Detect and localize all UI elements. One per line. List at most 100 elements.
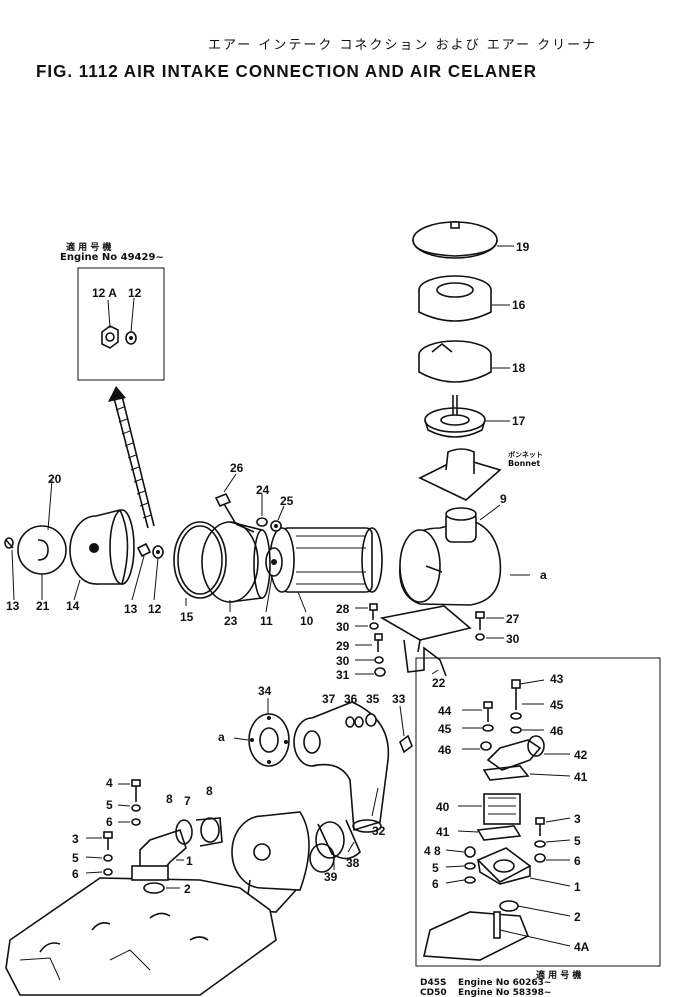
callout-8-b: 8	[206, 784, 213, 798]
callout-19: 19	[516, 240, 530, 254]
title-japanese: エアー インテーク コネクション および エアー クリーナ	[208, 38, 598, 53]
washer-30a-drawing	[369, 622, 379, 630]
nut-12a-drawing	[101, 325, 119, 349]
callout-13-left: 13	[6, 599, 20, 613]
callout-18: 18	[512, 361, 526, 375]
callout-6-right: 6	[574, 854, 581, 868]
callout-12a-inset: 12 A	[92, 286, 117, 300]
bolt-27-drawing	[475, 611, 485, 630]
bolt-13-left-drawing	[4, 537, 14, 549]
hose-8-7-drawing	[175, 817, 223, 847]
callout-1-left: 1	[186, 854, 193, 868]
callout-4: 4	[106, 776, 113, 790]
callout-15: 15	[180, 610, 194, 624]
callout-2-right: 2	[574, 910, 581, 924]
dust-cup-16-drawing	[418, 275, 492, 322]
callout-4a: 4A	[574, 940, 590, 954]
callout-40: 40	[436, 800, 450, 814]
bonnet-plate-drawing	[418, 448, 502, 501]
callout-45-right: 45	[550, 698, 564, 712]
inset-bottom-note-jp: 適 用 号 機	[536, 971, 582, 981]
callout-24: 24	[256, 483, 270, 497]
washer-24-drawing	[256, 517, 268, 527]
ring-18-drawing	[418, 340, 492, 383]
callout-30-b: 30	[336, 654, 350, 668]
callout-1-right: 1	[574, 880, 581, 894]
inset-top-serial: Engine No 49429~	[60, 252, 164, 263]
turbocharger-drawing	[231, 811, 310, 913]
callout-32: 32	[372, 824, 386, 838]
bonnet-label-jp: ボンネット	[508, 451, 543, 459]
washer-30b-drawing	[374, 656, 384, 664]
callout-28: 28	[336, 602, 350, 616]
gasket-34-drawing	[248, 713, 290, 767]
callout-42: 42	[574, 748, 588, 762]
callout-41-lower: 41	[436, 825, 450, 839]
band-23-drawing	[201, 521, 271, 603]
callout-a-upper: a	[540, 568, 547, 582]
callout-37: 37	[322, 692, 336, 706]
callout-a-lower: a	[218, 730, 225, 744]
callout-46-right: 46	[550, 724, 564, 738]
inset-bottom-parts-drawing	[423, 679, 546, 961]
bolts-left-drawing	[103, 779, 141, 876]
callout-21: 21	[36, 599, 50, 613]
callout-5-left: 5	[72, 851, 79, 865]
callout-6-upper: 6	[106, 815, 113, 829]
callout-30-c: 30	[506, 632, 520, 646]
callout-30-a: 30	[336, 620, 350, 634]
callout-3-left: 3	[72, 832, 79, 846]
inset-bottom-serial-1: Engine No 60263~	[458, 978, 552, 988]
callout-9: 9	[500, 492, 507, 506]
callout-11: 11	[260, 614, 273, 628]
elbow-32-drawing	[293, 701, 390, 833]
callout-41-upper: 41	[574, 770, 588, 784]
inset-box-top	[77, 267, 165, 381]
bracket-22-drawing	[379, 605, 472, 677]
callout-39: 39	[324, 870, 338, 884]
callout-46-left: 46	[438, 743, 452, 757]
callout-48: 4 8	[424, 844, 441, 858]
callout-45-left: 45	[438, 722, 452, 736]
callout-5-inset: 5	[432, 861, 439, 875]
nut-31-drawing	[374, 667, 386, 677]
inset-box-bottom	[415, 657, 661, 967]
callout-25: 25	[280, 494, 294, 508]
callout-35: 35	[366, 692, 380, 706]
callout-12-inset: 12	[128, 286, 142, 300]
callout-26: 26	[230, 461, 244, 475]
callout-38: 38	[346, 856, 360, 870]
engine-block-drawing	[5, 877, 277, 996]
callout-16: 16	[512, 298, 526, 312]
baffle-17-drawing	[424, 395, 486, 438]
washer-30c-drawing	[475, 633, 485, 641]
callout-23: 23	[224, 614, 238, 628]
inset-bottom-serial-2: Engine No 58398~	[458, 988, 552, 997]
inset-bottom-model-2: CD50	[420, 988, 447, 997]
callout-29: 29	[336, 639, 350, 653]
callout-2-left: 2	[184, 882, 191, 896]
callout-27: 27	[506, 612, 520, 626]
callout-13-mid: 13	[124, 602, 138, 616]
inset-top-note-jp: 適 用 号 機	[66, 243, 112, 253]
callout-14: 14	[66, 599, 80, 613]
callout-44: 44	[438, 704, 452, 718]
elbow-1-left-drawing	[131, 828, 187, 881]
nut-11-drawing	[265, 547, 283, 577]
inset-bottom-model-1: D45S	[420, 978, 447, 988]
callout-6-inset: 6	[432, 877, 439, 891]
air-cleaner-body-9-drawing	[399, 507, 502, 606]
bolt-13-mid-drawing	[136, 542, 152, 558]
callout-5-upper: 5	[106, 798, 113, 812]
plate-20-drawing	[17, 525, 67, 575]
leader-lines	[11, 245, 571, 947]
callout-22: 22	[432, 676, 446, 690]
callout-10: 10	[300, 614, 314, 628]
callout-3-right: 3	[574, 812, 581, 826]
fittings-37-36-35-drawing	[345, 713, 377, 728]
callout-43: 43	[550, 672, 564, 686]
bolt-29-drawing	[374, 633, 383, 652]
ring-15-drawing	[173, 521, 227, 599]
